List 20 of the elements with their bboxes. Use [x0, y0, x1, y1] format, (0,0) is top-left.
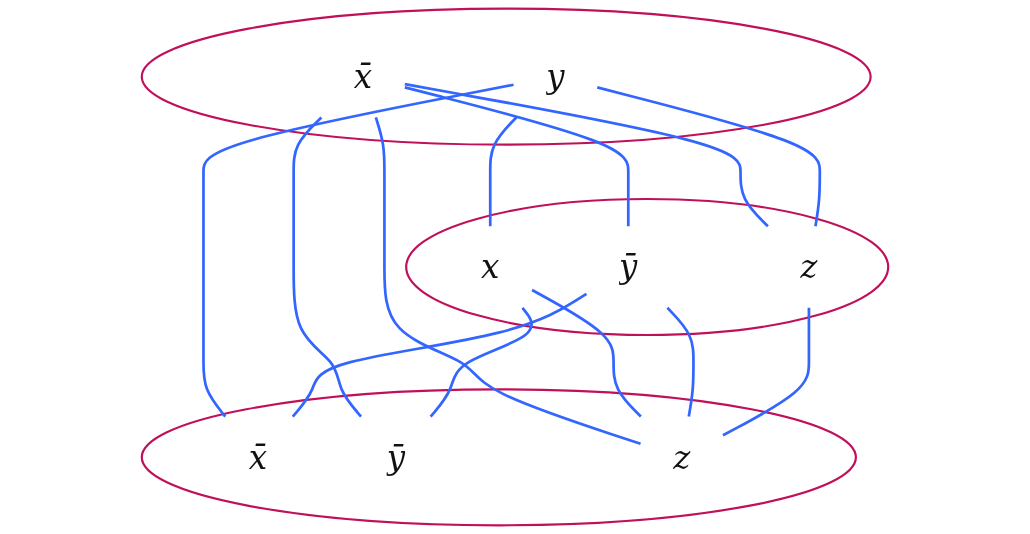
- node-text: x: [481, 247, 500, 287]
- connector: [202, 83, 514, 418]
- node-text: z: [800, 247, 818, 287]
- connector: [404, 82, 769, 228]
- node-text: x̄: [248, 438, 268, 477]
- connector: [722, 307, 811, 437]
- node-text: z: [673, 438, 691, 477]
- connector: [596, 86, 822, 227]
- cluster: [140, 388, 857, 527]
- connector: [429, 306, 533, 418]
- connector: [531, 288, 642, 418]
- node-text: x̄: [353, 57, 373, 96]
- connector: [666, 306, 695, 417]
- connector: [404, 86, 630, 227]
- connector: [488, 116, 518, 227]
- cluster: [140, 7, 872, 146]
- connector: [374, 117, 641, 446]
- cluster: [405, 197, 890, 337]
- connector: [292, 116, 363, 418]
- connector: [291, 292, 588, 418]
